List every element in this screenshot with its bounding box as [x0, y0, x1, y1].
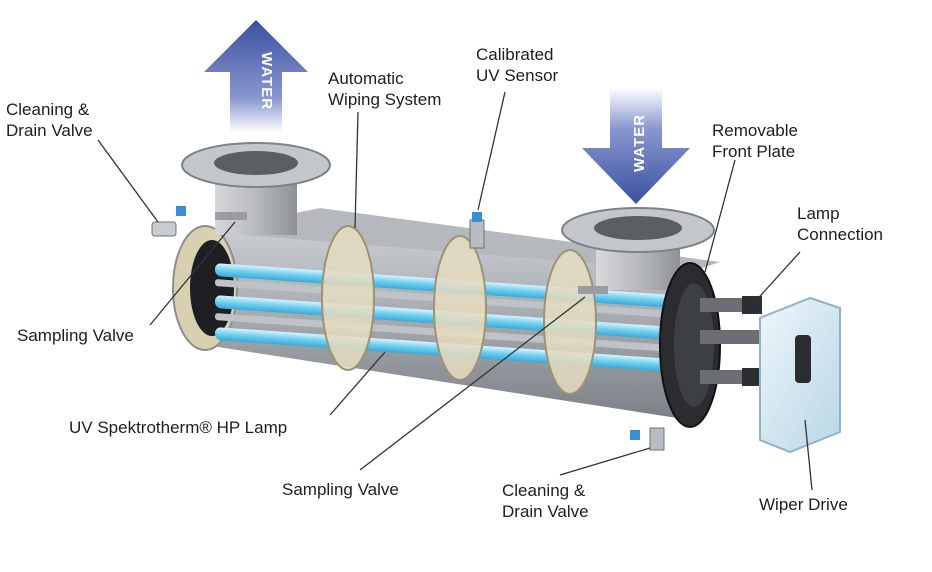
water-inlet-text: WATER: [631, 114, 648, 172]
label-removable-front-plate: Removable Front Plate: [712, 121, 798, 161]
label-cleaning-drain-valve-bottom: Cleaning & Drain Valve: [502, 481, 589, 521]
wiper-plate-2: [433, 235, 487, 381]
leader-lines: [97, 91, 813, 491]
cleaning-drain-valve-top: [151, 221, 177, 237]
label-uv-lamp: UV Spektrotherm® HP Lamp: [69, 418, 288, 437]
sampling-valve-left: [215, 212, 247, 220]
left-end-opening: [190, 240, 234, 336]
wiper-drive-box: [759, 296, 841, 454]
wiper-plate-1: [321, 225, 375, 371]
label-sampling-valve-bottom: Sampling Valve: [282, 480, 399, 499]
uv-sensor: [469, 219, 485, 249]
wiper-plates: [321, 225, 597, 395]
label-cleaning-drain-valve-top: Cleaning & Drain Valve: [6, 100, 93, 140]
label-sampling-valve-left: Sampling Valve: [17, 326, 134, 345]
water-outlet-text: WATER: [258, 52, 275, 110]
valves: [151, 206, 665, 451]
water-inlet-arrow: WATER: [582, 88, 690, 204]
outlet-flange: [181, 142, 331, 235]
inlet-flange: [561, 207, 715, 290]
label-wiper-drive: Wiper Drive: [759, 495, 848, 514]
front-plate: [659, 262, 721, 428]
cleaning-drain-valve-bottom: [649, 427, 665, 451]
sampling-valve-right: [578, 286, 608, 294]
label-lamp-connection: Lamp Connection: [797, 204, 884, 244]
water-outlet-arrow: WATER: [204, 20, 308, 132]
lamp-connectors: [700, 296, 762, 386]
label-automatic-wiping-system: Automatic Wiping System: [328, 69, 442, 109]
label-calibrated-uv-sensor: Calibrated UV Sensor: [476, 45, 559, 85]
